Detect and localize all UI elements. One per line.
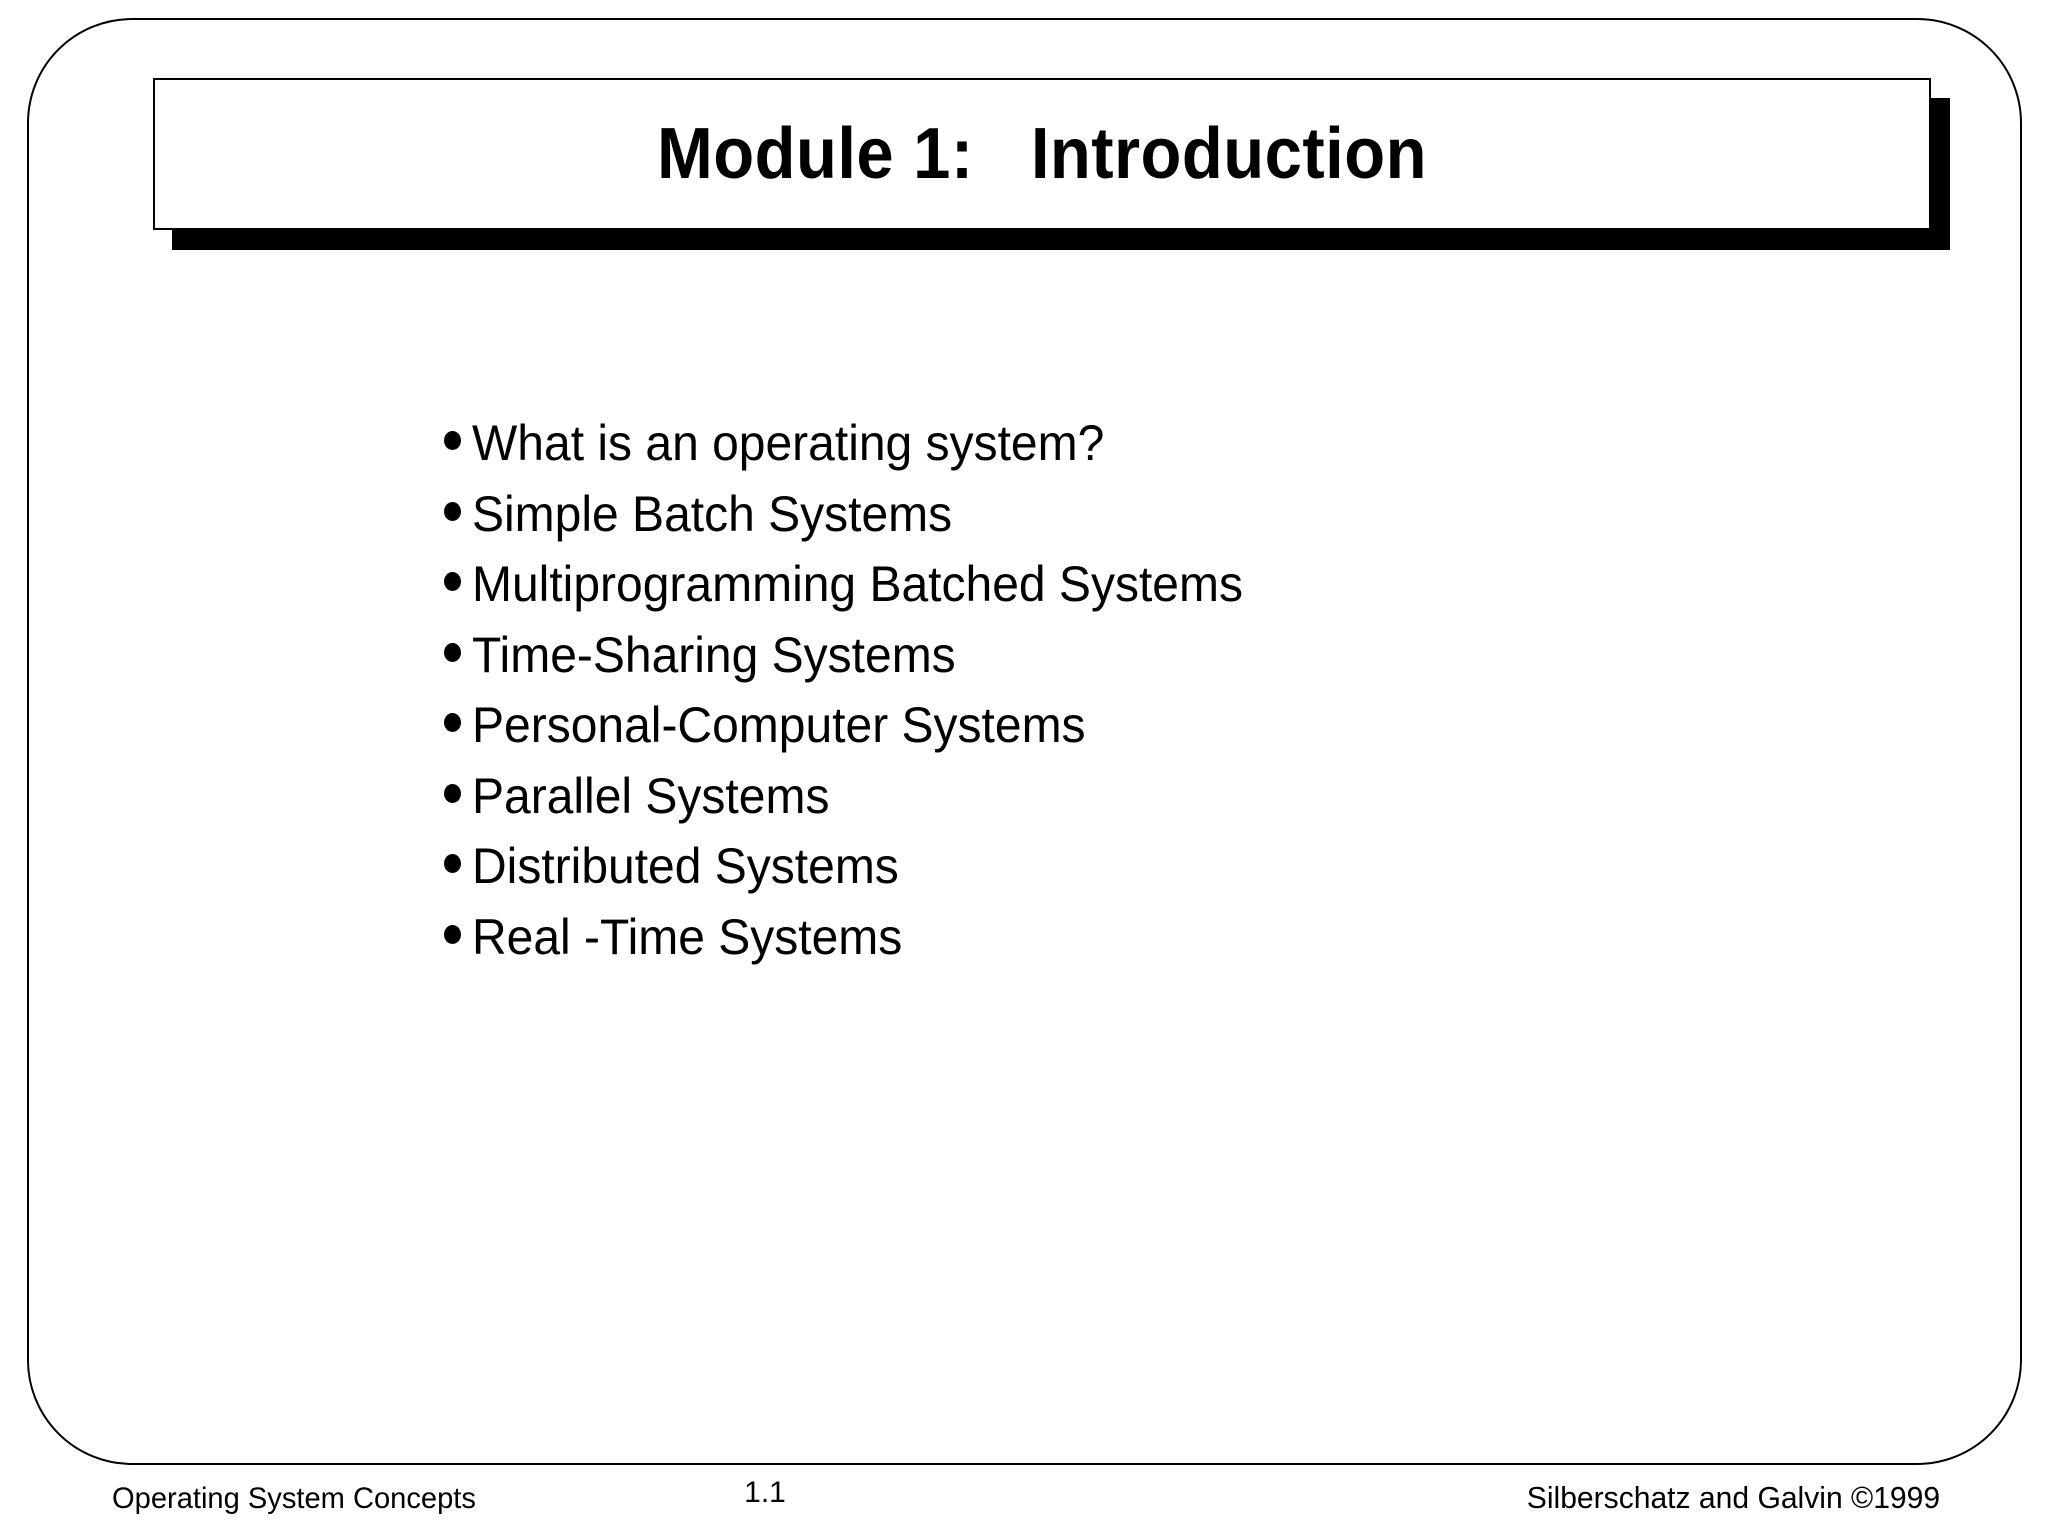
list-item-label: Personal-Computer Systems: [472, 697, 1086, 753]
list-item: Multiprogramming Batched Systems: [430, 559, 1780, 630]
slide-outer-frame: [27, 18, 2022, 1465]
list-item-label: Multiprogramming Batched Systems: [472, 556, 1243, 612]
list-item: Time-Sharing Systems: [430, 630, 1780, 701]
bullet-dot-icon: [430, 784, 472, 803]
bullet-dot-icon: [430, 431, 472, 450]
list-item: Simple Batch Systems: [430, 489, 1780, 560]
outline-bullet-list: What is an operating system? Simple Batc…: [430, 418, 1780, 982]
footer-page-number: 1.1: [744, 1476, 786, 1509]
slide-footer: Operating System Concepts 1.1 Silberscha…: [0, 1470, 2048, 1536]
bullet-dot-icon: [430, 643, 472, 662]
bullet-dot-icon: [430, 713, 472, 732]
list-item-label: Parallel Systems: [472, 767, 830, 824]
footer-copyright: Silberschatz and Galvin ©1999: [1526, 1480, 1940, 1515]
list-item-label: Distributed Systems: [472, 838, 899, 894]
list-item-label: Time-Sharing Systems: [472, 626, 956, 683]
list-item: Real -Time Systems: [430, 912, 1780, 983]
footer-book-title: Operating System Concepts: [112, 1482, 476, 1515]
list-item-label: Simple Batch Systems: [472, 485, 953, 542]
list-item-label: What is an operating system?: [472, 415, 1105, 471]
bullet-dot-icon: [430, 925, 472, 944]
list-item: Personal-Computer Systems: [430, 700, 1780, 771]
title-box: Module 1: Introduction: [153, 78, 1931, 230]
bullet-dot-icon: [430, 572, 472, 591]
list-item: Distributed Systems: [430, 841, 1780, 912]
list-item-label: Real -Time Systems: [472, 908, 903, 965]
bullet-dot-icon: [430, 854, 472, 873]
list-item: Parallel Systems: [430, 771, 1780, 842]
bullet-dot-icon: [430, 502, 472, 521]
list-item: What is an operating system?: [430, 418, 1780, 489]
page-title: Module 1: Introduction: [657, 114, 1427, 194]
